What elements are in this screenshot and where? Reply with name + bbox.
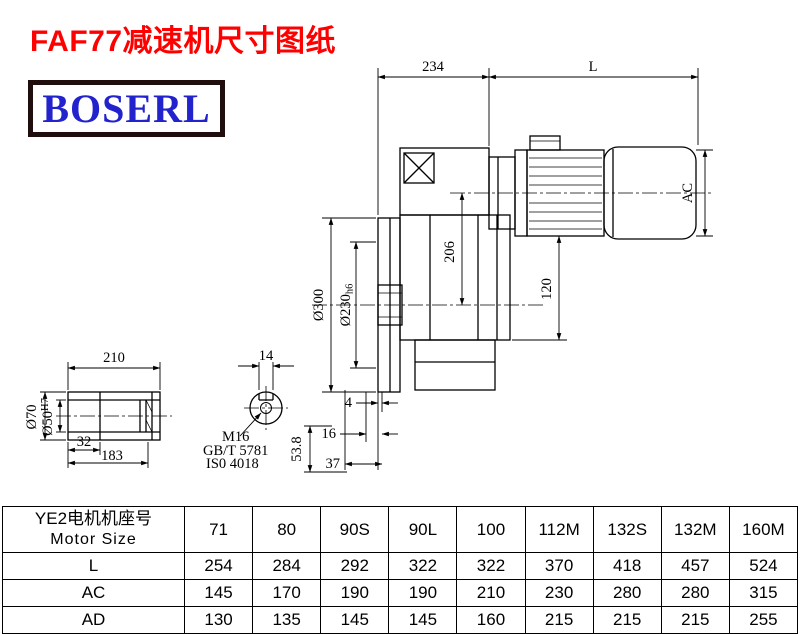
value-cell: 280 xyxy=(660,579,730,607)
value-cell: 418 xyxy=(592,552,662,580)
motor-size-table: YE2电机机座号 Motor Size 71 80 90S 90L 100 11… xyxy=(2,506,799,634)
value-cell: 190 xyxy=(320,579,390,607)
value-cell: 210 xyxy=(456,579,526,607)
dim-32 xyxy=(67,442,101,455)
value-cell: 135 xyxy=(252,606,322,634)
housing-lower xyxy=(414,339,496,391)
value-cell: 160 xyxy=(456,606,526,634)
lifting-eye-boss xyxy=(403,152,435,184)
dim-53-8-label: 53.8 xyxy=(289,436,305,461)
value-cell: 315 xyxy=(728,579,799,607)
dim-32-label: 32 xyxy=(77,434,92,450)
dimension-labels: 234 L AC 206 Ø300 Ø230h6 120 4 16 37 53.… xyxy=(24,59,696,472)
motor-size-header-cell: YE2电机机座号 Motor Size xyxy=(2,506,185,553)
note-m16: M16 xyxy=(222,429,249,445)
dim-53-8 xyxy=(304,425,347,473)
value-cell: 370 xyxy=(524,552,594,580)
boserl-logo: BOSERL xyxy=(28,80,225,137)
centerlines xyxy=(56,192,714,430)
dim-50H7-label: Ø50H7 xyxy=(40,398,56,436)
value-cell: 145 xyxy=(388,606,458,634)
value-cell: 524 xyxy=(728,552,799,580)
dim-16-label: 16 xyxy=(322,426,337,442)
motor-size-cell: 71 xyxy=(183,506,254,553)
row-label-AD: AD xyxy=(2,606,185,634)
value-cell: 230 xyxy=(524,579,594,607)
note-iso: IS0 4018 xyxy=(206,456,259,472)
dim-14 xyxy=(238,362,294,390)
value-cell: 254 xyxy=(183,552,254,580)
motor-size-cell: 90L xyxy=(388,506,458,553)
value-cell: 215 xyxy=(592,606,662,634)
table-row-AD: AD 130 135 145 145 160 215 215 215 255 xyxy=(2,606,799,634)
dim-50-suffix: H7 xyxy=(40,398,51,411)
dim-183 xyxy=(67,442,149,468)
motor-size-cell: 132M xyxy=(660,506,730,553)
dim-120-label: 120 xyxy=(539,278,555,300)
dim-230-main: Ø230 xyxy=(338,294,354,326)
dim-50-main: Ø50 xyxy=(40,411,56,436)
terminal-box xyxy=(529,135,561,151)
motor-size-header-cn: YE2电机机座号 xyxy=(34,509,153,529)
value-cell: 255 xyxy=(728,606,799,634)
housing-mid xyxy=(399,214,511,341)
dim-234-and-L xyxy=(377,68,699,215)
value-cell: 280 xyxy=(592,579,662,607)
value-cell: 215 xyxy=(524,606,594,634)
dim-300-label: Ø300 xyxy=(311,289,327,321)
dim-230h6-label: Ø230h6 xyxy=(338,284,356,327)
dim-AC xyxy=(696,149,713,237)
page-title: FAF77减速机尺寸图纸 xyxy=(30,25,337,58)
motor-fins xyxy=(529,157,602,230)
housing-upper xyxy=(399,147,490,216)
motor-size-cell: 132S xyxy=(592,506,662,553)
dim-70 xyxy=(40,391,66,441)
dim-234-label: 234 xyxy=(422,59,445,75)
dim-4-16-37 xyxy=(340,390,398,470)
value-cell: 130 xyxy=(183,606,254,634)
motor-size-cell: 160M xyxy=(728,506,799,553)
dim-230-suffix: h6 xyxy=(345,284,356,295)
value-cell: 457 xyxy=(660,552,730,580)
dim-50H7 xyxy=(56,399,66,433)
value-cell: 292 xyxy=(320,552,390,580)
dim-230h6 xyxy=(350,241,376,369)
motor-size-cell: 90S xyxy=(320,506,390,553)
dim-L-label: L xyxy=(589,59,598,75)
dimension-lines xyxy=(40,68,713,473)
row-label-AC: AC xyxy=(2,579,185,607)
dim-120 xyxy=(512,235,567,341)
value-cell: 284 xyxy=(252,552,322,580)
dim-300 xyxy=(322,217,376,393)
dim-37-label: 37 xyxy=(326,456,341,472)
m16-leader xyxy=(239,412,262,437)
dim-210 xyxy=(67,362,161,390)
dim-210-label: 210 xyxy=(103,350,125,366)
dim-AC-label: AC xyxy=(680,183,696,203)
table-header-row: YE2电机机座号 Motor Size 71 80 90S 90L 100 11… xyxy=(2,506,799,553)
value-cell: 145 xyxy=(183,579,254,607)
dim-70-label: Ø70 xyxy=(24,405,40,430)
boserl-logo-text: BOSERL xyxy=(42,86,211,131)
table-row-AC: AC 145 170 190 190 210 230 280 280 315 xyxy=(2,579,799,607)
value-cell: 215 xyxy=(660,606,730,634)
main-view xyxy=(377,135,697,393)
motor-size-cell: 100 xyxy=(456,506,526,553)
value-cell: 322 xyxy=(388,552,458,580)
motor-size-cell: 112M xyxy=(524,506,594,553)
value-cell: 170 xyxy=(252,579,322,607)
dim-4-label: 4 xyxy=(345,395,353,411)
table-row-L: L 254 284 292 322 322 370 418 457 524 xyxy=(2,552,799,580)
dim-14-label: 14 xyxy=(259,348,274,364)
value-cell: 322 xyxy=(456,552,526,580)
dim-206-label: 206 xyxy=(442,241,458,263)
value-cell: 145 xyxy=(320,606,390,634)
note-gb: GB/T 5781 xyxy=(203,443,268,459)
value-cell: 190 xyxy=(388,579,458,607)
motor-size-header-en: Motor Size xyxy=(50,531,137,549)
row-label-L: L xyxy=(2,552,185,580)
motor-size-cell: 80 xyxy=(252,506,322,553)
dim-183-label: 183 xyxy=(101,448,123,464)
